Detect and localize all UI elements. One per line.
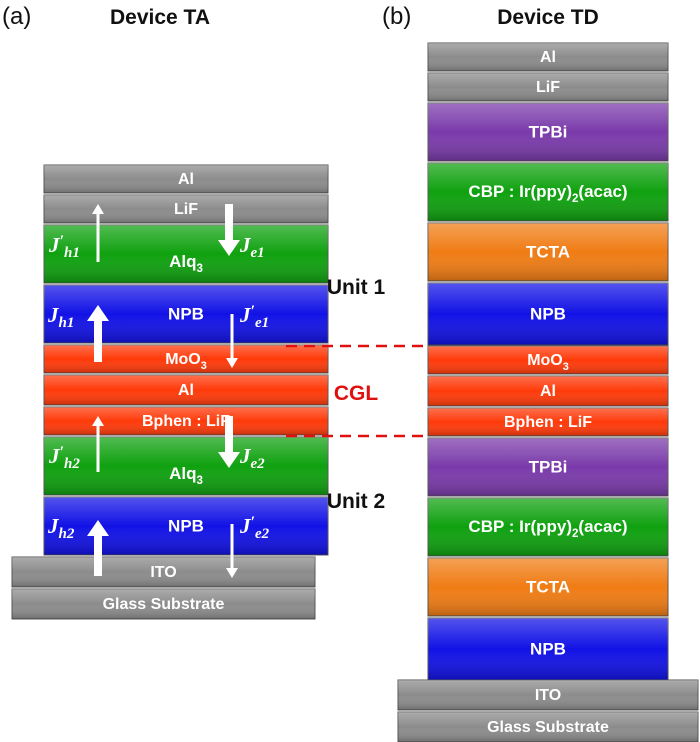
ta-layer-shade: [44, 195, 328, 223]
td-layer-shade: [428, 376, 668, 406]
arrow-je2-prime-down: [226, 524, 238, 578]
td-label-npb: NPB: [530, 639, 566, 658]
td-layer-shade: [398, 712, 698, 742]
ta-label-glass-substrate: Glass Substrate: [103, 596, 225, 613]
arrow-jh1-prime-up: [92, 204, 104, 262]
td-layer-shade: [428, 408, 668, 436]
label-je2: Je2: [239, 444, 265, 472]
td-layer-shade: [428, 498, 668, 556]
td-label-cbp-ir-ppy-2-acac: CBP : Ir(ppy)2(acac): [468, 182, 627, 205]
td-layer-shade: [398, 680, 698, 710]
ta-layer-shade: [44, 437, 328, 495]
label-je1-prime: J′e1: [239, 303, 269, 331]
ta-layer-shade: [44, 165, 328, 193]
td-label-tcta: TCTA: [526, 577, 570, 596]
td-label-glass-substrate: Glass Substrate: [487, 719, 609, 736]
td-label-tpbi: TPBi: [529, 457, 568, 476]
label-jh1-prime: J′h1: [48, 233, 80, 261]
current-arrows: [87, 204, 240, 578]
label-je1: Je1: [239, 233, 265, 261]
ta-label-ito: ITO: [150, 564, 176, 581]
ta-layer-shade: [44, 345, 328, 373]
td-label-cbp-ir-ppy-2-acac: CBP : Ir(ppy)2(acac): [468, 517, 627, 540]
arrow-jh1-up: [87, 305, 109, 362]
ta-layer-shade: [12, 557, 315, 587]
unit-2-label: Unit 2: [327, 490, 385, 513]
td-label-al: Al: [540, 49, 556, 66]
td-label-tpbi: TPBi: [529, 122, 568, 141]
td-layer-shade: [428, 223, 668, 281]
ta-label-npb: NPB: [168, 516, 204, 535]
label-jh2-prime: J′h2: [48, 444, 80, 472]
td-label-npb: NPB: [530, 304, 566, 323]
td-label-tcta: TCTA: [526, 242, 570, 261]
ta-layer-shade: [44, 375, 328, 405]
ta-label-alq3: Alq3: [169, 252, 203, 275]
ta-layer-shade: [12, 589, 315, 619]
ta-layer-shade: [44, 497, 328, 555]
td-layer-shade: [428, 618, 668, 680]
ta-label-npb: NPB: [168, 304, 204, 323]
td-layer-shade: [428, 163, 668, 221]
panel-b-title: Device TD: [497, 6, 599, 29]
arrow-je2-down: [218, 416, 240, 468]
td-layer-shade: [428, 43, 668, 71]
label-je2-prime: J′e2: [239, 514, 270, 542]
ta-label-moo3: MoO3: [165, 351, 207, 372]
label-jh1: Jh1: [47, 303, 74, 331]
ta-label-bphen-lif: Bphen : LiF: [142, 413, 230, 430]
ta-label-lif: LiF: [174, 201, 198, 218]
arrow-je1-down: [218, 204, 240, 256]
td-layer-shade: [428, 346, 668, 374]
arrow-je1-prime-down: [226, 314, 238, 368]
ta-layer-shade: [44, 285, 328, 343]
panel-a-tag: (a): [2, 3, 31, 30]
ta-layer-shade: [44, 407, 328, 435]
td-layer-shade: [428, 73, 668, 101]
td-label-moo3: MoO3: [527, 352, 569, 373]
cgl-label: CGL: [334, 382, 379, 405]
td-layer-shade: [428, 103, 668, 161]
ta-label-alq3: Alq3: [169, 464, 203, 487]
arrow-jh2-prime-up: [92, 416, 104, 472]
td-label-al: Al: [540, 383, 556, 400]
ta-label-al: Al: [178, 382, 194, 399]
td-label-bphen-lif: Bphen : LiF: [504, 414, 592, 431]
panel-b-tag: (b): [382, 3, 411, 30]
td-label-ito: ITO: [535, 687, 561, 704]
td-layer-shade: [428, 558, 668, 616]
panel-a-title: Device TA: [110, 6, 210, 29]
label-jh2: Jh2: [47, 514, 75, 542]
td-layer-shade: [428, 283, 668, 345]
ta-label-al: Al: [178, 171, 194, 188]
td-label-lif: LiF: [536, 79, 560, 96]
arrow-jh2-up: [87, 520, 109, 576]
ta-layer-shade: [44, 225, 328, 283]
unit-1-label: Unit 1: [327, 276, 386, 299]
td-layer-shade: [428, 438, 668, 496]
